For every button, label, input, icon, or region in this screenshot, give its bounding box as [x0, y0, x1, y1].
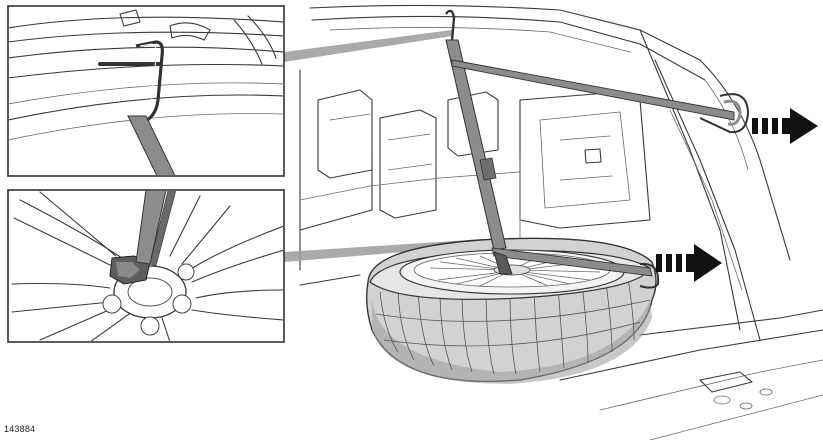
pull-arrow-icon	[656, 244, 722, 282]
main-cargo-spare-wheel-scene	[284, 4, 823, 440]
inset-top-hook-detail	[7, 5, 285, 177]
inset-bottom-wheel-hook-detail	[7, 189, 285, 343]
leader-wedge-top	[284, 30, 452, 62]
vehicle-interior-outline	[299, 4, 823, 440]
lifting-strap	[445, 9, 750, 289]
pull-arrow-icon	[752, 108, 818, 144]
spare-tyre	[365, 237, 657, 384]
figure-reference-code: 143884	[4, 424, 36, 434]
